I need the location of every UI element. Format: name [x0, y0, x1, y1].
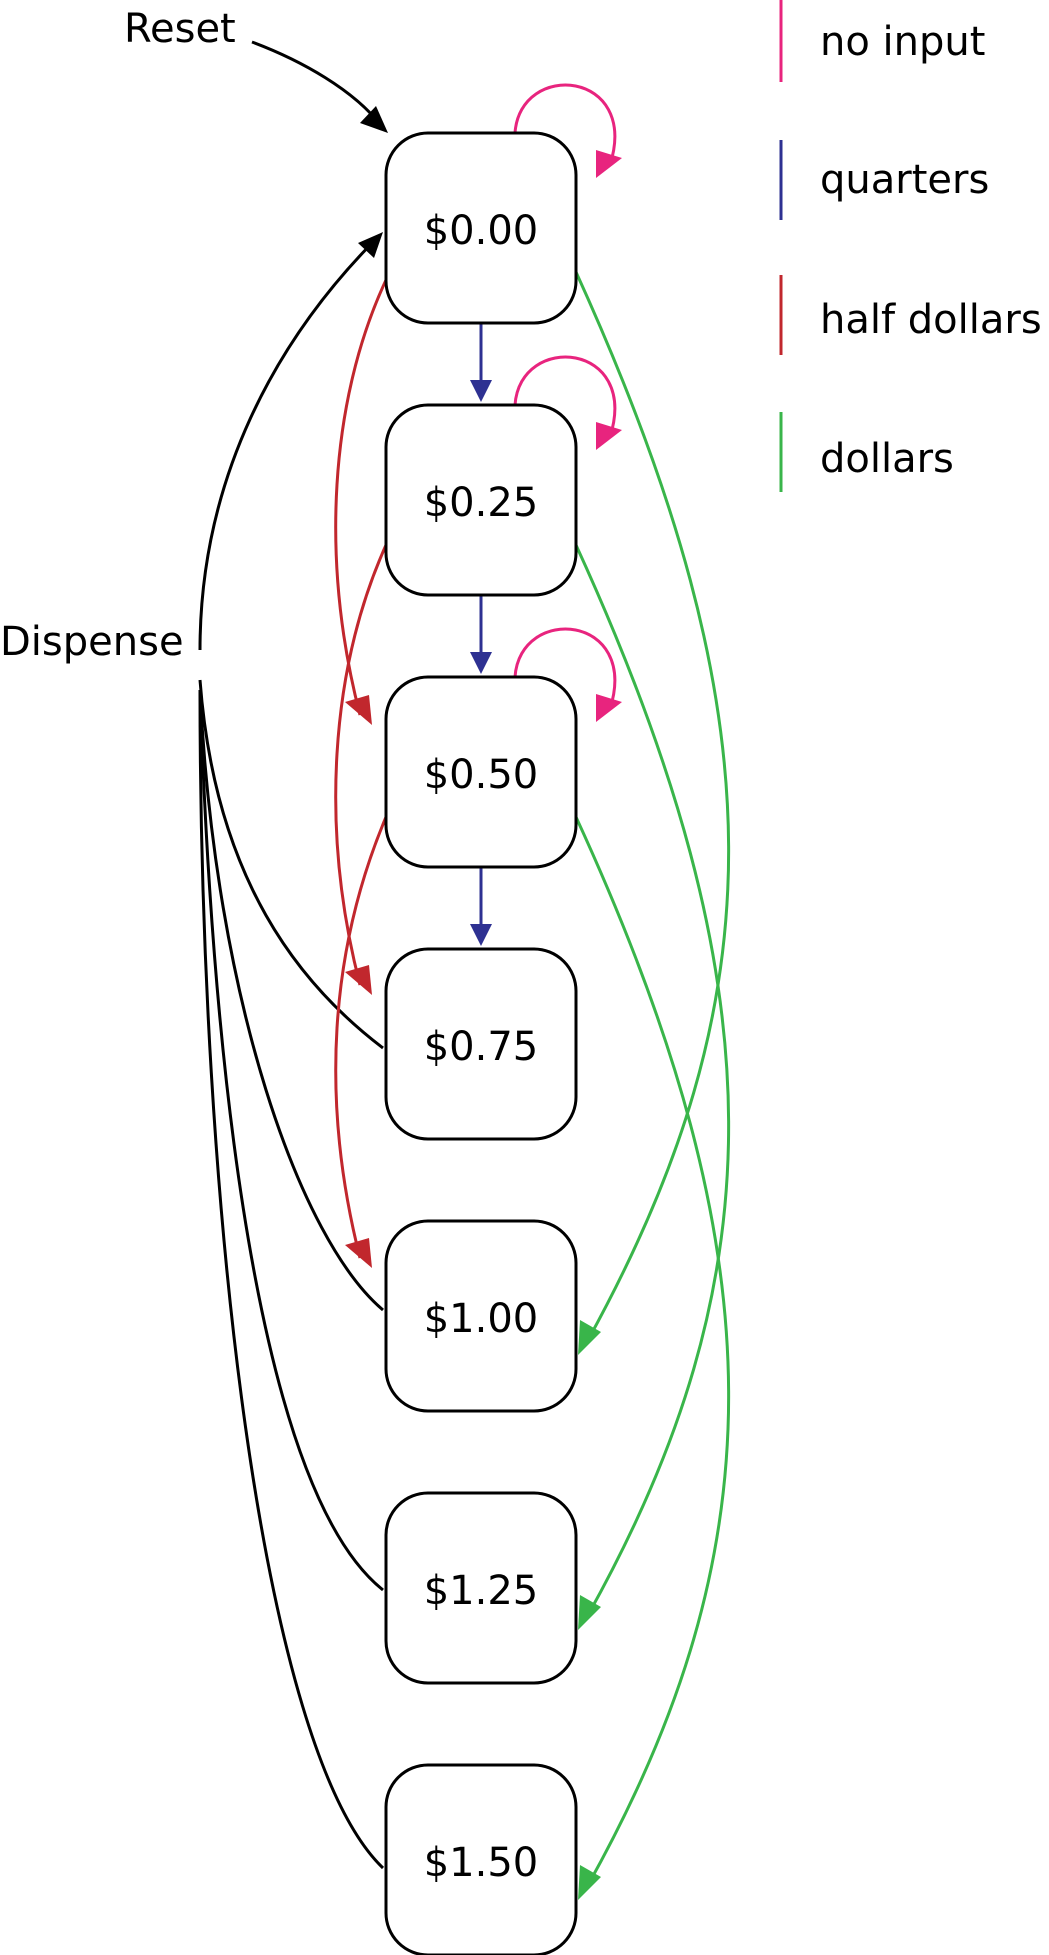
quarter-arrowhead-025 [470, 380, 492, 402]
quarter-arrowhead-050 [470, 652, 492, 674]
state-label: $1.50 [424, 1840, 539, 1886]
legend: no input quarters half dollars dollars [779, 0, 1042, 492]
no-input-loop-000 [513, 83, 617, 166]
dispense-edge-to-000 [198, 235, 380, 651]
state-label: $1.25 [424, 1568, 539, 1614]
legend-label: no input [820, 19, 985, 65]
half-dollar-arrowhead-050 [345, 695, 372, 725]
no-input-loop-025 [513, 355, 617, 438]
state-150 [384, 1763, 578, 1955]
reset-arrow [251, 40, 385, 129]
legend-label: dollars [820, 436, 954, 482]
state-075 [384, 947, 578, 1141]
no-input-loops [513, 83, 617, 710]
state-label: $0.75 [424, 1024, 539, 1070]
dispense-label: Dispense [0, 619, 184, 665]
half-dollar-edge-050-100 [334, 816, 388, 1259]
dollar-edge-050-150 [574, 816, 731, 1886]
dollar-edge-025-125 [574, 544, 731, 1616]
half-dollar-edges [334, 279, 388, 1259]
dispense-edge-from-150 [198, 689, 385, 1870]
half-dollar-arrowhead-075 [345, 965, 372, 995]
state-050 [384, 675, 578, 869]
state-label: $0.25 [424, 480, 539, 526]
states: $0.00 $0.25 $0.50 $0.75 $1.00 $1.25 $1.5… [384, 131, 578, 1955]
half-dollar-edge-000-050 [334, 279, 388, 716]
no-input-arrowhead-000 [596, 150, 622, 178]
no-input-arrowhead-025 [596, 422, 622, 450]
reset-arrowhead [360, 106, 388, 133]
dollar-arrowhead-125 [578, 1595, 601, 1630]
dollar-arrowhead-150 [578, 1865, 601, 1900]
dollar-edge-000-100 [574, 271, 731, 1341]
no-input-arrowhead-050 [596, 694, 622, 722]
dollar-arrowhead-100 [578, 1320, 601, 1355]
state-000 [384, 131, 578, 325]
state-label: $0.50 [424, 752, 539, 798]
state-100 [384, 1219, 578, 1413]
dispense-edge-from-075 [198, 679, 384, 1050]
reset-label: Reset [124, 6, 236, 52]
half-dollar-edge-025-075 [334, 544, 388, 986]
dispense-edge-from-100 [198, 689, 384, 1312]
dispense-edges [198, 40, 385, 1870]
no-input-loop-050 [513, 627, 617, 710]
legend-label: quarters [820, 157, 989, 203]
legend-label: half dollars [820, 297, 1042, 343]
dispense-edge-from-125 [198, 689, 384, 1592]
dispense-arrowhead-000 [358, 232, 383, 258]
state-label: $0.00 [424, 208, 539, 254]
state-label: $1.00 [424, 1296, 539, 1342]
half-dollar-arrowhead-100 [345, 1238, 372, 1268]
dollar-edges [574, 271, 731, 1886]
quarter-arrowhead-075 [470, 924, 492, 946]
state-025 [384, 403, 578, 597]
state-125 [384, 1491, 578, 1685]
